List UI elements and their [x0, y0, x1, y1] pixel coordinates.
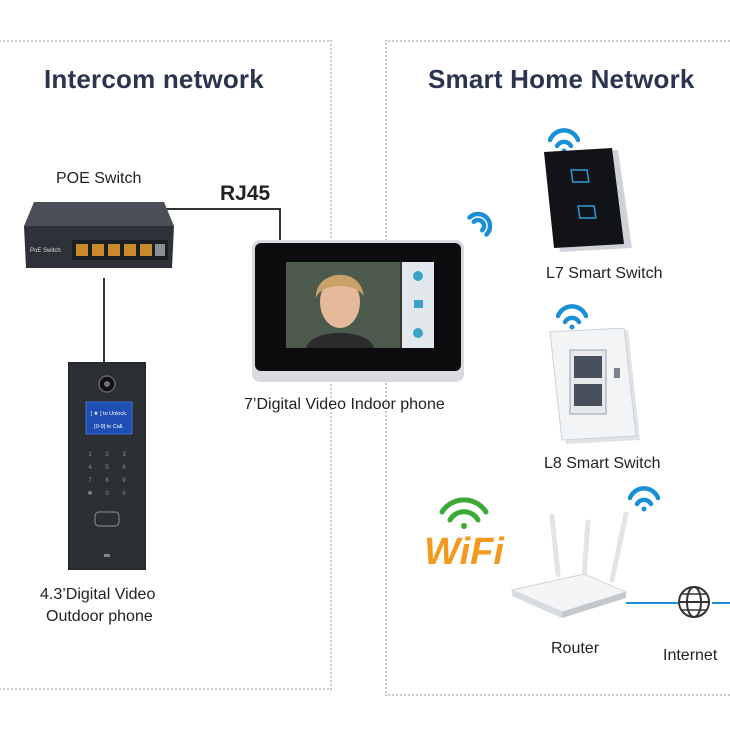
- wifi-signal-icon-indoor: [467, 211, 493, 237]
- indoor-phone-device: [252, 240, 464, 382]
- outdoor-phone-label-line2: Outdoor phone: [46, 608, 153, 625]
- internet-link: [626, 602, 730, 604]
- outdoor-phone-device: [ ★ ] to Unlock. [0-9] to Call. 1 2 3 4 5 6 7 8…: [68, 362, 146, 570]
- wifi-signal-icon-l8: [555, 304, 589, 330]
- keypad-key: 6: [122, 465, 126, 471]
- keypad-key: 9: [122, 478, 126, 484]
- wifi-logo-icon: WiFi: [424, 497, 505, 570]
- keypad-key: 5: [105, 465, 109, 471]
- l8-smart-switch-device: [549, 328, 640, 444]
- keypad-key: 8: [105, 478, 109, 484]
- keypad-key: 3: [122, 452, 126, 458]
- keypad-key: ✱: [87, 490, 92, 497]
- outdoor-screen-line2: [0-9] to Call.: [94, 424, 124, 430]
- poe-switch-device-text: PoE Switch: [30, 248, 61, 254]
- outdoor-keypad: 1 2 3 4 5 6 7 8 9 ✱ 0 #: [87, 452, 126, 497]
- internet-label: Internet: [663, 647, 718, 664]
- l7-smart-switch-device: [544, 148, 632, 252]
- globe-icon: [678, 586, 710, 618]
- router-label: Router: [551, 640, 600, 657]
- outdoor-phone-label-line1: 4.3’Digital Video: [40, 586, 156, 603]
- indoor-phone-label: 7’Digital Video Indoor phone: [244, 396, 445, 413]
- l7-smart-switch-label: L7 Smart Switch: [546, 265, 663, 282]
- keypad-key: 2: [105, 452, 109, 458]
- intercom-network-heading: Intercom network: [44, 64, 264, 94]
- rj45-label: RJ45: [220, 182, 271, 205]
- keypad-key: 0: [105, 491, 109, 497]
- keypad-key: 7: [88, 478, 92, 484]
- wifi-logo-text: WiFi: [424, 531, 505, 570]
- wifi-signal-icon-router: [627, 486, 661, 512]
- smart-home-network-heading: Smart Home Network: [428, 64, 695, 94]
- keypad-key: 1: [88, 452, 92, 458]
- keypad-key: 4: [88, 465, 92, 471]
- router-device: [510, 511, 629, 618]
- outdoor-screen-line1: [ ★ ] to Unlock.: [90, 410, 127, 417]
- keypad-key: #: [122, 491, 126, 497]
- l8-smart-switch-label: L8 Smart Switch: [544, 455, 661, 472]
- poe-switch-device: PoE Switch: [24, 202, 174, 268]
- poe-switch-label: POE Switch: [56, 170, 142, 187]
